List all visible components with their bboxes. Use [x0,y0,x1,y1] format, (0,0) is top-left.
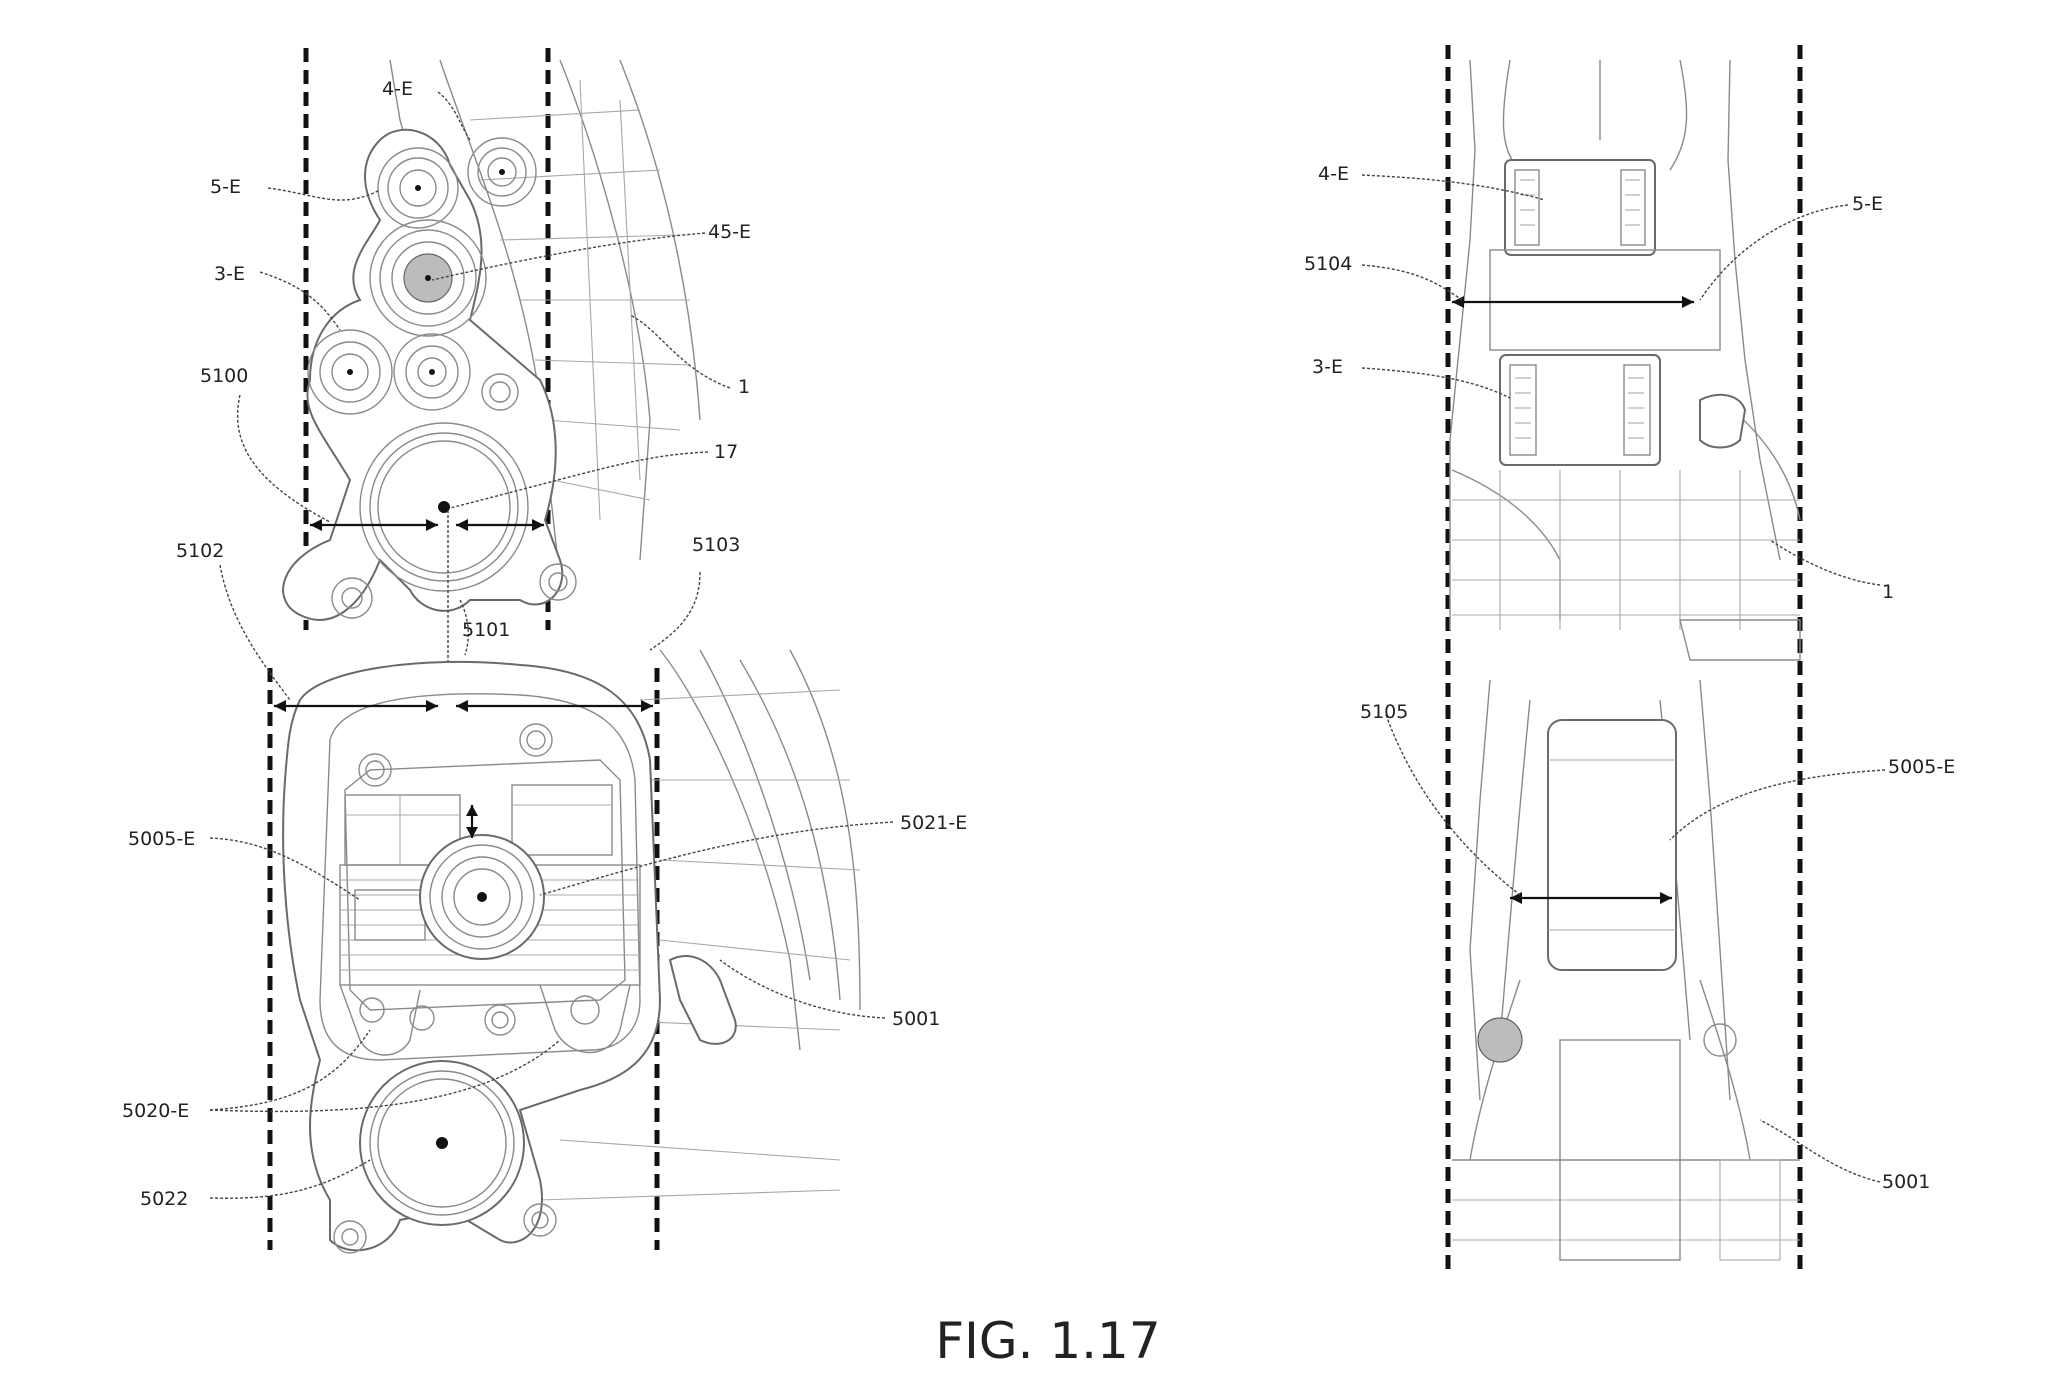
label-5105: 5105 [1360,701,1408,723]
frame-member-1-upper [389,59,701,581]
label-5103: 5103 [692,534,740,556]
right-lower-assembly [1452,679,1800,1261]
shaft-lower-right [1559,1039,1681,1261]
frame-member-5001-lower [539,649,861,1201]
lower-boss-c [484,1004,516,1036]
label-3-E-right: 3-E [1312,356,1343,378]
dimension-5104 [1452,296,1694,308]
dimension-5100 [310,519,544,531]
left-view: 4-E 5-E 45-E 3-E 1 5100 17 5102 5103 510… [122,48,967,1254]
bore-17 [359,422,529,592]
frame-member-1-right [1451,393,1801,661]
label-5104: 5104 [1304,253,1352,275]
bracket-5001 [668,955,737,1045]
label-4-E-left: 4-E [382,78,413,100]
right-lower-boss-left [1477,1017,1523,1063]
right-leader-lines [1361,174,1886,1183]
shaft-5005-E-right [1547,719,1677,971]
dimension-5102-5103 [274,700,653,712]
lower-housing [282,660,662,1254]
mount-ear-right [539,563,577,601]
label-5005-E-right: 5005-E [1888,756,1955,778]
label-5-E-right: 5-E [1852,193,1883,215]
label-17: 17 [714,441,738,463]
mount-ear-left [331,577,373,619]
label-5102: 5102 [176,540,224,562]
label-1-right: 1 [1882,581,1894,603]
boss-4-E-upper [467,137,537,207]
boss-5021-E [419,834,545,960]
left-leader-lines [209,91,894,1199]
label-1-left: 1 [738,376,750,398]
label-5020-E: 5020-E [122,1100,189,1122]
block-5-E-right [1489,249,1721,351]
boss-3-E-upper-right [393,333,471,411]
right-view: 4-E 5-E 5104 3-E 1 5105 5005-E 5001 [1304,45,1955,1270]
gear-block-upper-right [511,784,613,856]
lower-boss-b [519,723,553,757]
lower-boss-a [358,753,392,787]
bore-5022 [359,1060,525,1226]
label-4-E-right: 4-E [1318,163,1349,185]
label-5005-E-left: 5005-E [128,828,195,850]
block-4-E-right [1504,159,1656,256]
figure-caption: FIG. 1.17 [935,1312,1160,1370]
label-5101: 5101 [462,619,510,641]
label-45-E: 45-E [708,221,751,243]
right-upper-assembly [1449,59,1801,661]
block-3-E-right [1499,354,1661,466]
label-5-E-left: 5-E [210,176,241,198]
right-lower-boss-right [1703,1023,1737,1057]
label-5100: 5100 [200,365,248,387]
label-5021-E: 5021-E [900,812,967,834]
label-5022: 5022 [140,1188,188,1210]
boss-45-E [369,219,487,337]
label-5001-right: 5001 [1882,1171,1930,1193]
small-boss-upper [481,373,519,411]
label-3-E-left: 3-E [214,263,245,285]
boss-5-E-upper [377,147,459,229]
lugs-5020-E [339,984,631,1056]
lower-ear-right [523,1203,557,1237]
boss-3-E-upper-left [307,329,393,415]
label-5001-left: 5001 [892,1008,940,1030]
lower-ear-left [333,1220,367,1254]
